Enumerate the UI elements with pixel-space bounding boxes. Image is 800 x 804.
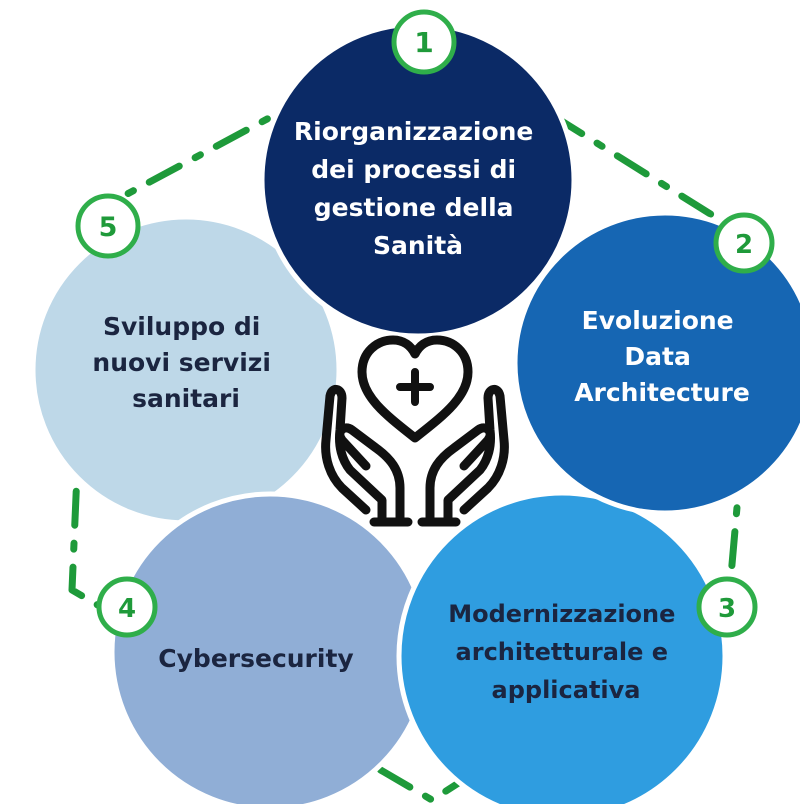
step-label: Modernizzazione architetturale e applica… bbox=[448, 600, 684, 704]
step-number: 5 bbox=[99, 212, 118, 243]
step-label-line: architetturale e bbox=[456, 638, 669, 666]
step-label: Cybersecurity bbox=[158, 644, 353, 673]
step-label: Riorganizzazione dei processi di gestion… bbox=[294, 117, 542, 260]
step-2-badge: 2 bbox=[713, 212, 775, 274]
right-hand bbox=[425, 385, 509, 525]
step-2: Evoluzione Data Architecture bbox=[512, 210, 800, 516]
step-label-line: dei processi di bbox=[311, 155, 516, 184]
step-label-line: Sviluppo di bbox=[103, 312, 260, 341]
step-label: Evoluzione Data Architecture bbox=[574, 306, 750, 407]
step-circle bbox=[512, 210, 800, 516]
left-hand bbox=[321, 385, 405, 525]
step-label-line: Modernizzazione bbox=[448, 600, 675, 628]
step-label: Sviluppo di nuovi servizi sanitari bbox=[92, 312, 279, 413]
step-label-line: sanitari bbox=[132, 384, 240, 413]
step-5-badge: 5 bbox=[75, 193, 141, 259]
step-label-line: Evoluzione bbox=[582, 306, 734, 335]
step-label-line: applicativa bbox=[492, 676, 641, 704]
step-number: 2 bbox=[735, 230, 753, 260]
step-label-line: Sanità bbox=[373, 231, 463, 260]
step-circle bbox=[396, 490, 728, 804]
step-label-line: nuovi servizi bbox=[92, 348, 271, 377]
step-3: Modernizzazione architetturale e applica… bbox=[396, 490, 728, 804]
step-1-badge: 1 bbox=[391, 9, 457, 75]
heart-in-hands-icon bbox=[321, 335, 509, 527]
step-4-badge: 4 bbox=[96, 576, 158, 638]
step-number: 1 bbox=[414, 26, 433, 59]
plus-sign bbox=[396, 368, 434, 406]
step-1: Riorganizzazione dei processi di gestion… bbox=[259, 21, 577, 339]
badge-circle bbox=[75, 193, 141, 259]
step-4: Cybersecurity bbox=[109, 491, 431, 804]
step-label-line: Cybersecurity bbox=[158, 644, 353, 673]
step-label-line: Riorganizzazione bbox=[294, 117, 533, 146]
step-5: Sviluppo di nuovi servizi sanitari bbox=[30, 214, 342, 526]
badge-circle bbox=[696, 576, 758, 638]
heart-shape bbox=[357, 335, 473, 443]
step-number: 3 bbox=[718, 594, 736, 624]
badge-circle bbox=[391, 9, 457, 75]
step-3-badge: 3 bbox=[696, 576, 758, 638]
step-label-line: gestione della bbox=[314, 193, 514, 222]
step-label-line: Architecture bbox=[574, 378, 750, 407]
badge-circle bbox=[96, 576, 158, 638]
badge-circle bbox=[713, 212, 775, 274]
step-number: 4 bbox=[118, 594, 136, 624]
step-label-line: Data bbox=[624, 342, 690, 371]
